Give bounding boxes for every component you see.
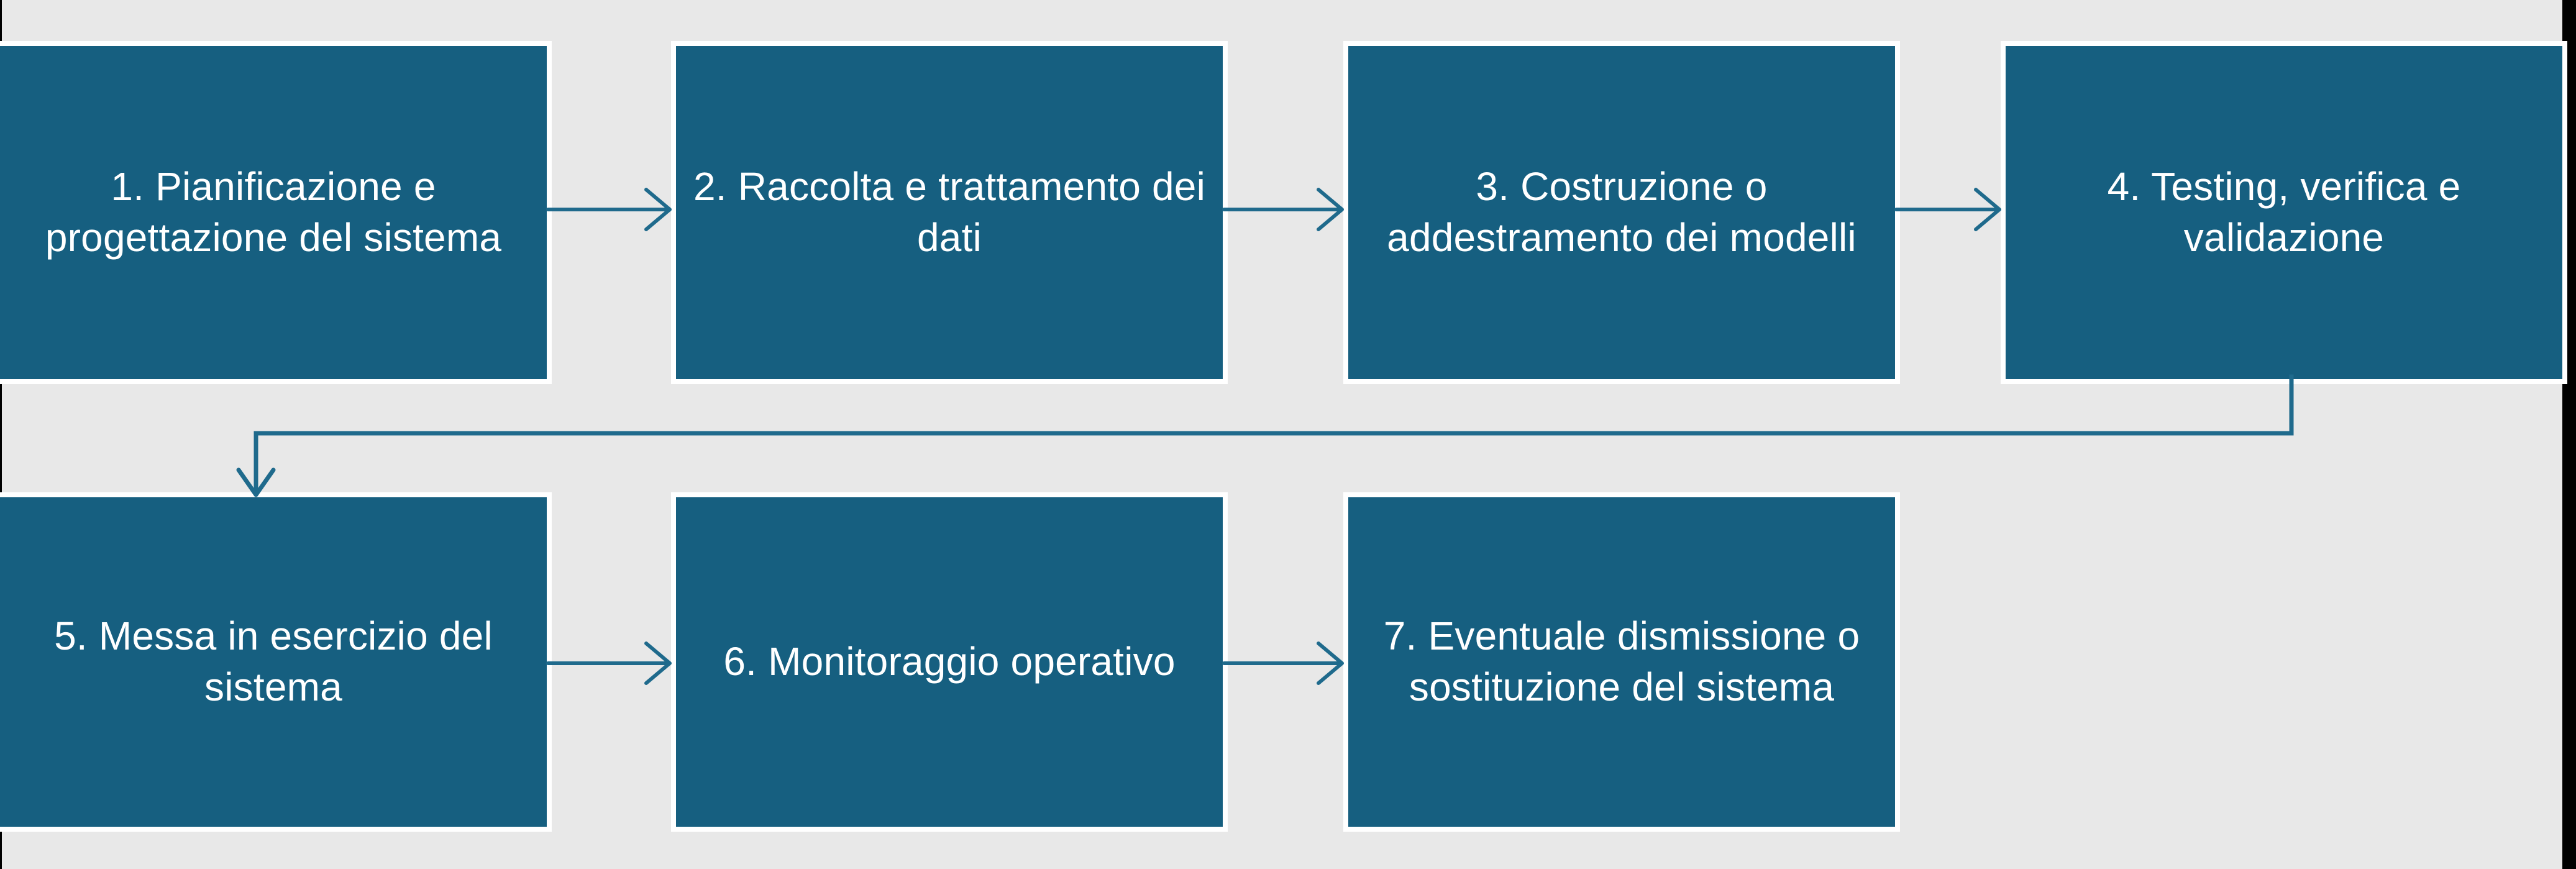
process-node-7[interactable]: 7. Eventuale dismissione o sostituzione …	[1343, 492, 1900, 832]
arrow-node4-to-node5	[236, 373, 2305, 503]
arrow-node6-to-node7	[1222, 637, 1350, 689]
arrow-node2-to-node3	[1222, 183, 1350, 236]
process-node-2-label: 2. Raccolta e trattamento dei dati	[693, 164, 1206, 260]
arrow-node3-to-node4	[1894, 183, 2007, 236]
process-node-4[interactable]: 4. Testing, verifica e validazione	[2001, 41, 2567, 384]
process-node-3-label: 3. Costruzione o addestramento dei model…	[1387, 164, 1857, 260]
process-node-2[interactable]: 2. Raccolta e trattamento dei dati	[671, 41, 1228, 384]
process-node-1[interactable]: 1. Pianificazione e progettazione del si…	[0, 41, 552, 384]
process-node-6[interactable]: 6. Monitoraggio operativo	[671, 492, 1228, 832]
process-node-5[interactable]: 5. Messa in esercizio del sistema	[0, 492, 552, 832]
process-node-4-label: 4. Testing, verifica e validazione	[2107, 164, 2461, 260]
process-node-7-label: 7. Eventuale dismissione o sostituzione …	[1383, 614, 1860, 709]
process-node-6-label: 6. Monitoraggio operativo	[723, 639, 1176, 684]
arrow-node5-to-node6	[546, 637, 677, 689]
process-node-5-label: 5. Messa in esercizio del sistema	[54, 614, 493, 709]
slide-left-edge	[0, 0, 2, 869]
arrow-node1-to-node2	[546, 183, 677, 236]
process-node-3[interactable]: 3. Costruzione o addestramento dei model…	[1343, 41, 1900, 384]
process-node-1-label: 1. Pianificazione e progettazione del si…	[45, 164, 502, 260]
